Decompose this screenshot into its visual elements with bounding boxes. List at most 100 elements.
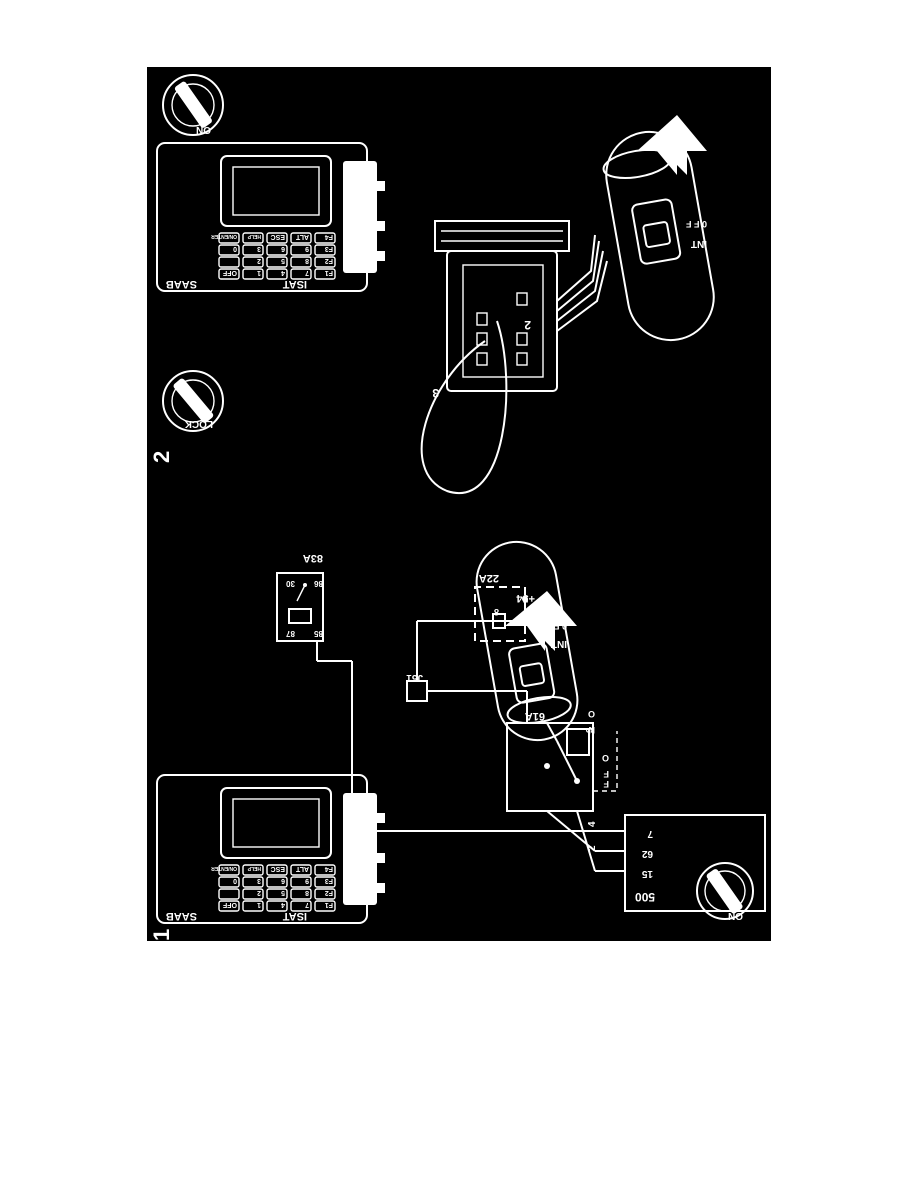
tester-1-key-label-16: OFF [222,901,237,908]
stalk-2-mark: 0 F F [685,219,707,229]
tester-1-key-1 [314,888,336,900]
tester-2-key-12 [242,268,264,280]
junction-j51 [406,680,428,702]
switch-label: 61A [525,710,545,722]
tester-2-key-label-14: 3 [257,245,261,252]
tester-1-key-label-7: ALT [295,865,309,872]
tester-2-key-13 [242,256,264,268]
tester-1-key-18 [218,876,240,888]
tester-2-key-18 [218,244,240,256]
ecu-pin-62: 62 [641,848,653,859]
tester-1-key-label-13: 2 [257,889,261,896]
tester-2-key-0 [314,268,336,280]
switch-legend-f1: F [603,769,609,779]
relay-pin-86: 86 [314,579,323,588]
panel-1-number: 1 [149,929,174,941]
tester-1-key-label-5: 8 [305,889,309,896]
ecu-500-box [624,814,766,912]
tester-2-key-8 [266,268,288,280]
tester-2-key-label-15: HELP [247,233,261,239]
tester-2-key-4 [290,268,312,280]
tester-2-key-label-11: ESC [271,233,285,240]
tester-1-key-2 [314,876,336,888]
fuse-supply: +54 [515,592,535,604]
panel-2-number: 2 [149,451,174,463]
tester-2-key-6 [290,244,312,256]
tester-1-key-label-8: 4 [281,901,285,908]
switch-61A [506,722,594,812]
tester-2-key-label-18: 0 [233,245,237,252]
tester-2-model: ISAT [282,278,307,290]
relay-label: 83A [303,552,323,564]
tester-1-key-3 [314,864,336,876]
tester-2-key-label-9: 5 [281,257,285,264]
tester-1-key-15 [242,864,264,876]
tester-2-key-2 [314,244,336,256]
fuse-label: 22A [479,572,499,584]
tester-2-key-9 [266,256,288,268]
tester-2-key-14 [242,244,264,256]
wiper-connector: 3 2 [420,220,608,495]
tester-2-key-19 [218,232,240,244]
tester-1-key-label-2: F3 [325,877,333,884]
tester-1-key-5 [290,888,312,900]
ecu-pin-7: 7 [647,828,653,839]
ignition-switch-on: ON [162,74,224,136]
tester-1-key-7 [290,864,312,876]
tester-2-key-17 [218,256,240,268]
tester-1-key-label-12: 1 [257,901,261,908]
tester-2-key-label-16: OFF [222,269,237,276]
tester-2-key-label-8: 4 [281,269,285,276]
switch-legend-o: O [602,753,609,763]
tester-1-key-label-9: 5 [281,889,285,896]
diagram-svg: 1 SAAB ISAT F1F2F3F4789ALT456ESC123HELPO… [149,74,766,941]
wiper-stalk-1: INT 0 F F [475,540,579,742]
tester-2-key-label-10: 6 [281,245,285,252]
tester-2-key-7 [290,232,312,244]
switch-pin-4: 4 [587,821,598,827]
tester-2-key-label-6: 9 [305,245,309,252]
tester-1-key-9 [266,888,288,900]
tester-1-key-17 [218,888,240,900]
tester-2-key-label-19: ON/ENTER [211,233,237,239]
tester-2-key-label-7: ALT [295,233,309,240]
tester-2-key-15 [242,232,264,244]
switch-legend-o2: O [588,709,595,719]
tester-2-key-label-2: F3 [325,245,333,252]
ignition-1-label: ON [728,910,743,921]
tester-2-key-16 [218,268,240,280]
tester-1-key-19 [218,864,240,876]
tester-1-key-label-18: 0 [233,877,237,884]
tester-1-key-label-4: 7 [305,901,309,908]
tester-1-key-label-3: F4 [325,865,333,872]
tester-1-brand: SAAB [166,910,197,922]
ecu-pin-15: 15 [641,868,653,879]
tester-1-key-8 [266,900,288,912]
tester-2-key-5 [290,256,312,268]
tester-1-key-16 [218,900,240,912]
tester-1-key-label-10: 6 [281,877,285,884]
relay-pin-30: 30 [286,579,295,588]
tester-1-key-label-15: HELP [247,865,261,871]
relay-pin-85: 85 [314,629,323,638]
tester-2-key-label-0: F1 [325,269,333,276]
tester-2-key-label-4: 7 [305,269,309,276]
tester-2-key-label-13: 2 [257,257,261,264]
tester-1-key-10 [266,876,288,888]
tester-1-key-label-11: ESC [271,865,285,872]
tester-1-key-label-0: F1 [325,901,333,908]
circuit-diagram: 500 15 62 7 2 4 3 61A [276,552,766,912]
tester-1-key-6 [290,876,312,888]
tester-2-key-label-1: F2 [325,257,333,264]
switch-legend-f2: F [603,779,609,789]
ecu-label: 500 [635,890,655,904]
tester-2-brand: SAAB [166,278,197,290]
connector-pin-2: 2 [524,318,531,332]
ignition-2-on-label: ON [196,124,211,135]
fuse-rating: 8 [494,607,499,617]
tester-2-key-11 [266,232,288,244]
